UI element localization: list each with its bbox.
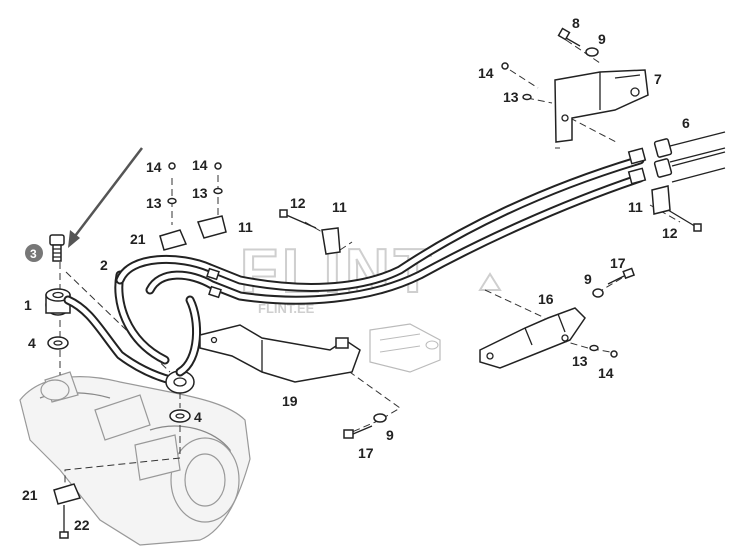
- callout-6: 6: [682, 115, 690, 131]
- watermark-triangle: [478, 272, 502, 291]
- callout-4-top: 4: [28, 335, 36, 351]
- clip-part-21-top: [159, 229, 188, 251]
- callout-7: 7: [654, 71, 662, 87]
- bracket-part-16: [479, 307, 586, 369]
- callout-4-bottom: 4: [194, 409, 202, 425]
- bolt-part-17-bottom: [343, 425, 373, 439]
- washer-part-13-c: [522, 93, 532, 101]
- washer-part-9-right: [592, 288, 604, 298]
- bracket-part-19: [199, 324, 361, 383]
- hose-assembly: [115, 147, 647, 377]
- callout-14-d: 14: [598, 365, 614, 381]
- clamp-part-11-center: [321, 227, 341, 255]
- bolt-part-12-right: [667, 209, 702, 232]
- callout-17-right: 17: [610, 255, 626, 271]
- washer-part-9-top: [585, 47, 599, 57]
- callout-12-right: 12: [662, 225, 678, 241]
- washer-part-4-top: [47, 336, 69, 350]
- watermark-subtext: FLINT.EE: [258, 301, 315, 316]
- washer-part-9-bottom: [373, 413, 387, 423]
- clip-part-21-bottom: [53, 483, 82, 505]
- callout-11-center: 11: [332, 199, 347, 215]
- plug-part-3: [49, 234, 65, 262]
- nut-part-14-d: [610, 350, 618, 358]
- callout-13-d: 13: [572, 353, 588, 369]
- bolt-part-17-right: [607, 267, 636, 285]
- ghost-bracket: [369, 323, 441, 373]
- part-3-badge: 3: [25, 244, 43, 262]
- callout-labels: 1 2 4 4 6 7 8 9 9 9 11 11 11 12 12 13 13…: [22, 15, 690, 533]
- nut-part-14-a: [168, 162, 176, 170]
- washer-part-13-b: [213, 187, 223, 195]
- callout-17-bottom: 17: [358, 445, 374, 461]
- callout-11-left: 11: [238, 219, 253, 235]
- callout-19: 19: [282, 393, 298, 409]
- callout-13-a: 13: [146, 195, 162, 211]
- callout-14-a: 14: [146, 159, 162, 175]
- bolt-part-8: [557, 27, 581, 47]
- clamp-part-11-right: [651, 185, 671, 215]
- nut-part-14-b: [214, 162, 222, 170]
- transmission-housing: [19, 371, 251, 546]
- nut-part-14-c: [501, 62, 509, 70]
- callout-1: 1: [24, 297, 32, 313]
- callout-2: 2: [100, 257, 108, 273]
- callout-13-b: 13: [192, 185, 208, 201]
- pipe-part-2: [63, 270, 195, 394]
- pointer-arrow: [68, 147, 143, 248]
- clamp-part-11-left: [197, 215, 227, 239]
- hose-fitting-part-6: [653, 131, 726, 183]
- callout-8: 8: [572, 15, 580, 31]
- bracket-part-7: [554, 69, 649, 143]
- callout-9-top: 9: [598, 31, 606, 47]
- callout-14-c: 14: [478, 65, 494, 81]
- washer-part-13-d: [589, 344, 599, 352]
- callout-16: 16: [538, 291, 554, 307]
- callout-11-right: 11: [628, 199, 643, 215]
- callout-9-bottom: 9: [386, 427, 394, 443]
- callout-12-center: 12: [290, 195, 306, 211]
- bolt-part-12-center: [279, 209, 317, 229]
- callout-21-top: 21: [130, 231, 146, 247]
- callout-13-c: 13: [503, 89, 519, 105]
- washer-part-4-bottom: [169, 409, 191, 423]
- badge-number: 3: [30, 247, 37, 261]
- callout-14-b: 14: [192, 157, 208, 173]
- banjo-fitting-part-1: [45, 288, 71, 316]
- callout-9-right: 9: [584, 271, 592, 287]
- washer-part-13-a: [167, 197, 177, 205]
- callout-22: 22: [74, 517, 90, 533]
- callout-21-bottom: 21: [22, 487, 38, 503]
- bolt-part-22: [59, 505, 69, 539]
